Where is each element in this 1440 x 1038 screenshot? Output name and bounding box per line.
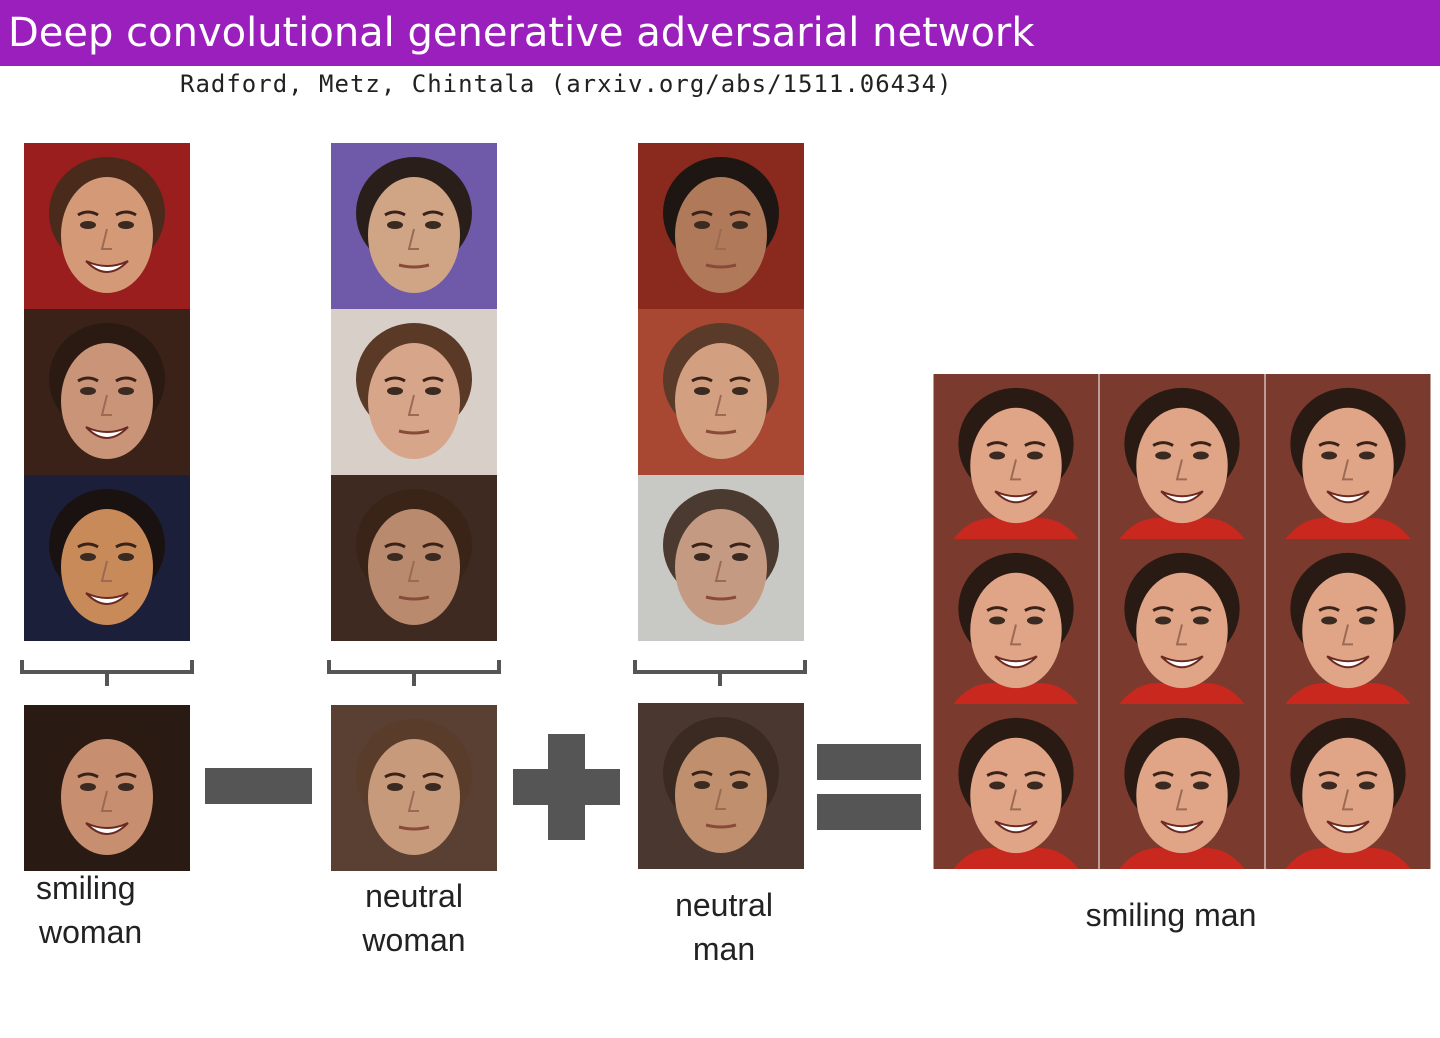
citation: Radford, Metz, Chintala (arxiv.org/abs/1… <box>180 70 953 98</box>
neutral-woman-average-face <box>331 705 497 871</box>
plus-operator-horizontal <box>513 769 620 805</box>
neutral-woman-face-2 <box>331 309 497 475</box>
smiling-woman-face-3 <box>24 475 190 641</box>
smiling-woman-face-1 <box>24 143 190 309</box>
neutral-man-label-line2: man <box>692 931 756 967</box>
minus-operator <box>205 768 312 804</box>
smiling-woman-average-face <box>24 705 190 871</box>
equals-operator-bottom <box>817 794 921 830</box>
neutral-woman-label-line1: neutral <box>365 878 463 914</box>
neutral-woman-bracket <box>326 658 502 688</box>
neutral-man-face-3 <box>638 475 804 641</box>
smiling-man-face-r2c1 <box>933 539 1099 704</box>
smiling-man-face-r3c2 <box>1099 704 1265 869</box>
neutral-man-label-line1: neutral <box>675 887 773 923</box>
neutral-man-average-face <box>638 703 804 869</box>
neutral-woman-label-line2: woman <box>362 922 466 958</box>
equals-operator-top <box>817 744 921 780</box>
smiling-woman-face-2 <box>24 309 190 475</box>
neutral-man-face-2 <box>638 309 804 475</box>
neutral-man-bracket <box>632 658 808 688</box>
smiling-woman-label-line1: smiling <box>36 870 136 906</box>
smiling-woman-label-line2: woman <box>39 914 143 950</box>
smiling-man-face-r3c3 <box>1265 704 1431 869</box>
smiling-man-face-r1c2 <box>1099 374 1265 539</box>
smiling-man-face-r1c1 <box>933 374 1099 539</box>
neutral-woman-label: neutral woman <box>326 874 502 962</box>
smiling-woman-bracket <box>19 658 195 688</box>
neutral-woman-face-1 <box>331 143 497 309</box>
title-bar: Deep convolutional generative adversaria… <box>0 0 1440 66</box>
smiling-man-face-r2c2 <box>1099 539 1265 704</box>
page-title: Deep convolutional generative adversaria… <box>8 10 1035 56</box>
neutral-man-label: neutral man <box>632 883 816 971</box>
smiling-man-face-r2c3 <box>1265 539 1431 704</box>
smiling-man-face-r1c3 <box>1265 374 1431 539</box>
neutral-man-face-1 <box>638 143 804 309</box>
smiling-man-face-r3c1 <box>933 704 1099 869</box>
smiling-woman-label: smiling woman <box>0 866 190 954</box>
smiling-man-label: smiling man <box>1085 897 1257 933</box>
neutral-woman-face-3 <box>331 475 497 641</box>
